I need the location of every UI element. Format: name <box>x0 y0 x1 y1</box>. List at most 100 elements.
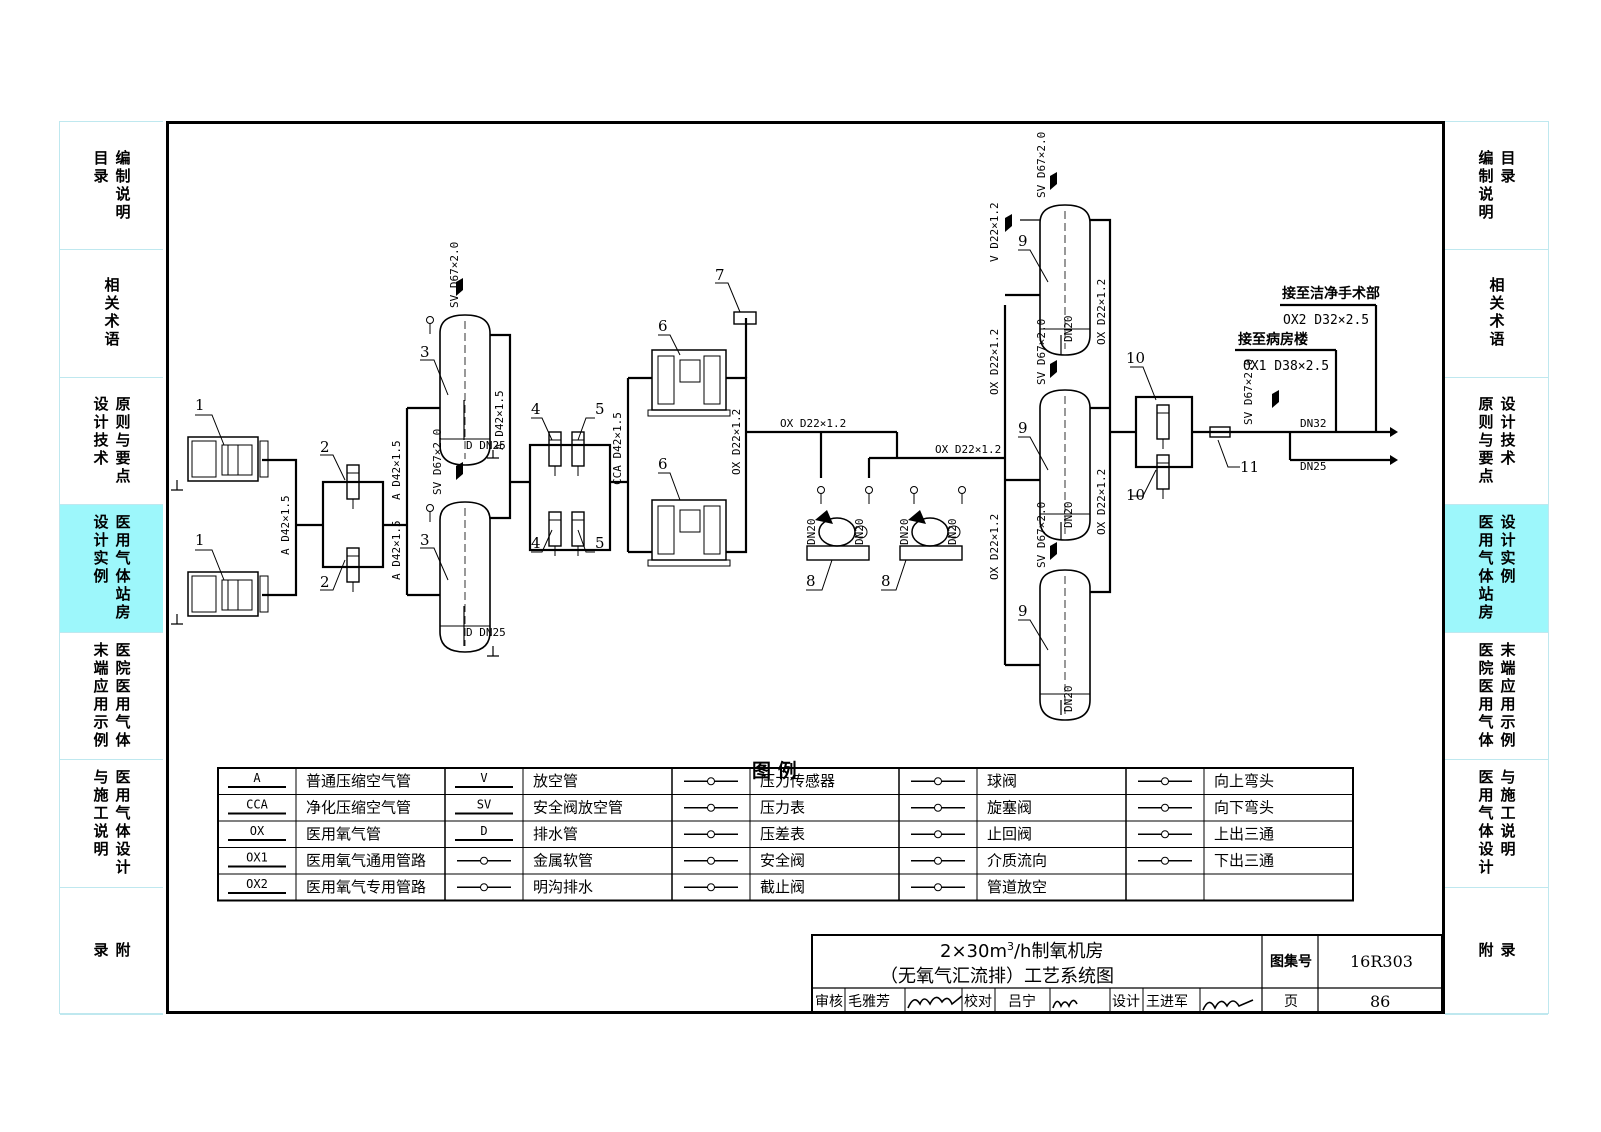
pipe-label-a: A D42×1.5 <box>390 520 403 580</box>
pipe-label-sv: SV D67×2.0 <box>1035 502 1048 568</box>
legend-text: 压力传感器 <box>760 772 835 790</box>
pipe-label-dn20: DN20 <box>946 519 959 546</box>
piping <box>262 218 1390 667</box>
tag-2a: 2 <box>320 438 330 456</box>
sidebar-tab-label: 设计实例 <box>91 514 110 586</box>
legend-code: OX1 <box>246 851 268 865</box>
sidebar-tab-5[interactable]: 医院医用气体末端应用示例 <box>60 632 163 760</box>
sidebar-tab-3[interactable]: 原则与要点设计技术 <box>60 377 163 505</box>
legend-text: 医用氧气专用管路 <box>306 878 426 896</box>
safety-valve-icon <box>684 856 738 865</box>
sidebar-tab-label: 与施工说明 <box>1498 769 1517 859</box>
pressure-gauge-icon <box>817 486 825 505</box>
filter-4a <box>548 431 562 477</box>
pipe-label-drain: D DN25 <box>466 439 506 452</box>
vent-icon <box>1050 542 1057 560</box>
open-drain-icon <box>457 883 511 892</box>
review-name: 毛雅芳 <box>848 993 890 1010</box>
tag-7: 7 <box>715 266 725 284</box>
stop-valve-icon <box>684 883 738 892</box>
sidebar-tab-label: 设计技术 <box>91 395 110 468</box>
check-name: 吕宁 <box>1008 993 1036 1010</box>
tag-6a: 6 <box>658 317 668 335</box>
legend-text: 球阀 <box>987 772 1017 790</box>
sidebar-tab-label: 末端应用示例 <box>1498 641 1517 750</box>
spec-ox2: OX2 D32×2.5 <box>1283 313 1369 328</box>
sidebar-tab-4[interactable]: 医用气体站房设计实例 <box>1445 504 1548 633</box>
sidebar-tab-label: 附 <box>1476 941 1495 960</box>
air-compressor-1b <box>187 571 269 617</box>
pipe-label-a: A D42×1.5 <box>493 390 506 450</box>
legend-code: SV <box>477 798 491 812</box>
legend-text: 医用氧气通用管路 <box>306 852 426 870</box>
sidebar-tab-label: 附 <box>113 941 132 960</box>
flow-direction-icon <box>911 856 965 865</box>
tag-5b: 5 <box>595 534 605 552</box>
tag-5a: 5 <box>595 400 605 418</box>
drawing-subtitle: （无氧气汇流排）工艺系统图 <box>880 966 1114 987</box>
pipe-label-ox: OX D22×1.2 <box>1095 469 1108 535</box>
sidebar-tab-label: 原则与要点 <box>113 395 132 486</box>
right-sidebar: 编制说明目录相关术语原则与要点设计技术医用气体站房设计实例医院医用气体末端应用示… <box>1445 121 1549 1015</box>
legend-text: 介质流向 <box>987 852 1047 870</box>
sidebar-tab-label: 相关术语 <box>102 277 121 349</box>
legend-text: 旋塞阀 <box>987 799 1032 817</box>
sidebar-tab-2[interactable]: 相关术语 <box>1445 250 1548 378</box>
legend-text: 金属软管 <box>533 852 593 870</box>
sidebar-tab-label: 与施工说明 <box>91 769 110 859</box>
sidebar-tab-4[interactable]: 医用气体站房设计实例 <box>60 504 163 633</box>
legend-code: A <box>253 771 261 785</box>
pressure-gauge-icon <box>426 316 434 335</box>
filter-2b <box>346 547 360 593</box>
tag-9c: 9 <box>1018 602 1028 620</box>
sidebar-tab-7[interactable]: 附录 <box>1445 887 1548 1015</box>
signature-marks <box>907 995 1254 1011</box>
vent-icon <box>1050 360 1057 378</box>
tee-down-icon <box>1138 856 1192 865</box>
tag-8a: 8 <box>806 572 816 590</box>
dest-clean-or: 接至洁净手术部 <box>1282 285 1380 302</box>
page-number: 86 <box>1370 992 1390 1011</box>
sidebar-tab-1[interactable]: 编制说明目录 <box>1445 122 1548 250</box>
vent-icon <box>1272 390 1279 408</box>
pipe-label-a: A D42×1.5 <box>390 440 403 500</box>
filter-2a <box>346 464 360 510</box>
vent-icon <box>911 883 965 892</box>
sidebar-tab-2[interactable]: 相关术语 <box>60 250 163 378</box>
tag-1b: 1 <box>195 531 205 549</box>
sidebar-tab-6[interactable]: 医用气体设计与施工说明 <box>60 760 163 888</box>
sidebar-tab-7[interactable]: 附录 <box>60 887 163 1015</box>
legend-text: 安全阀放空管 <box>533 799 623 817</box>
legend-code: CCA <box>246 798 268 812</box>
legend-text: 截止阀 <box>760 878 805 896</box>
pipe-label-ox: OX D22×1.2 <box>1095 279 1108 345</box>
legend-text: 向上弯头 <box>1214 772 1274 790</box>
sidebar-tab-label: 医用气体设计 <box>113 769 132 877</box>
tag-4b: 4 <box>531 534 541 552</box>
drawing-frame <box>166 121 1445 1014</box>
sidebar-tab-label: 医院医用气体 <box>113 641 132 750</box>
sidebar-tab-label: 编制说明 <box>113 149 132 222</box>
sidebar-tab-label: 原则与要点 <box>1476 395 1495 486</box>
sidebar-tab-label: 录 <box>91 941 110 960</box>
sidebar-tab-6[interactable]: 医用气体设计与施工说明 <box>1445 760 1548 888</box>
elbow-up-icon <box>1138 777 1192 786</box>
pipe-label-sv: SV D67×2.0 <box>1035 132 1048 198</box>
pipe-label-dn20: DN20 <box>805 519 818 546</box>
pressure-gauge-icon <box>684 803 738 812</box>
spec-ox1: OX1 D38×2.5 <box>1243 359 1329 374</box>
pipe-label-drain: D DN25 <box>466 626 506 639</box>
sidebar-tab-label: 末端应用示例 <box>91 641 110 750</box>
elbow-down-icon <box>1138 803 1192 812</box>
oxygen-generator-6a <box>647 349 731 417</box>
tag-3a: 3 <box>420 343 430 361</box>
tag-9a: 9 <box>1018 232 1028 250</box>
sidebar-tab-label: 编制说明 <box>1476 149 1495 222</box>
sidebar-tab-5[interactable]: 医院医用气体末端应用示例 <box>1445 632 1548 760</box>
pipe-label-cca: CCA D42×1.5 <box>611 412 624 485</box>
ball-valve-icon <box>911 777 965 786</box>
sidebar-tab-label: 设计技术 <box>1498 395 1517 468</box>
tee-up-icon <box>1138 830 1192 839</box>
sidebar-tab-1[interactable]: 编制说明目录 <box>60 122 163 250</box>
tag-8b: 8 <box>881 572 891 590</box>
